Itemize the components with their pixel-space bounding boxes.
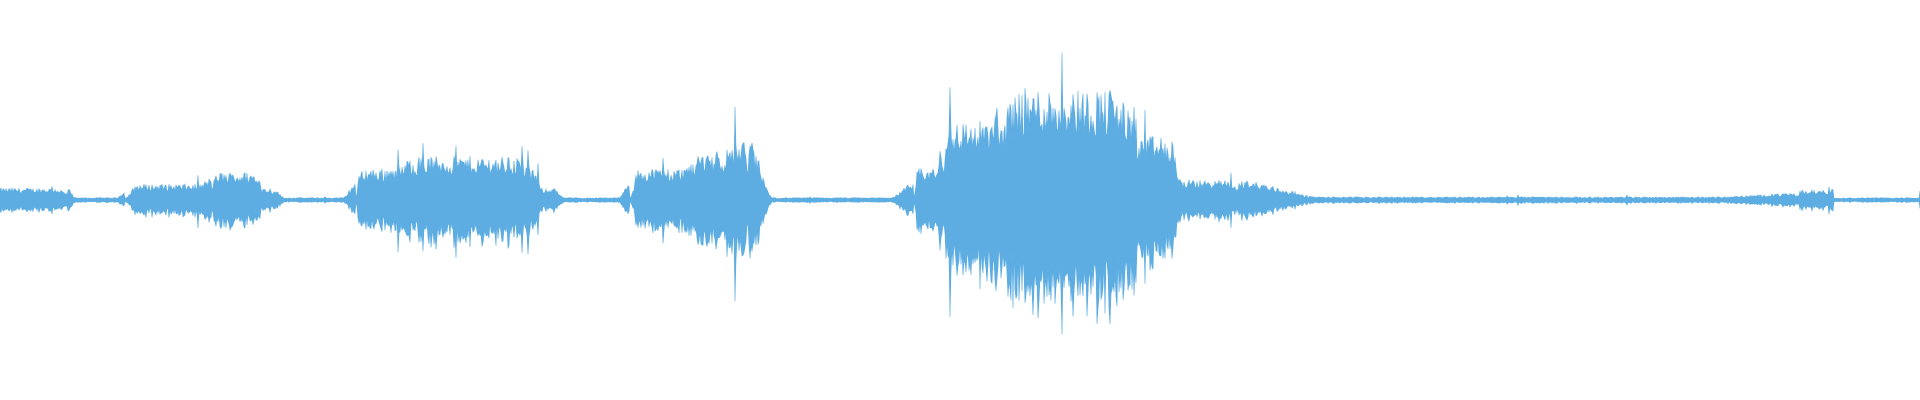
waveform-samples	[0, 52, 1920, 335]
waveform-envelope	[0, 52, 1920, 335]
